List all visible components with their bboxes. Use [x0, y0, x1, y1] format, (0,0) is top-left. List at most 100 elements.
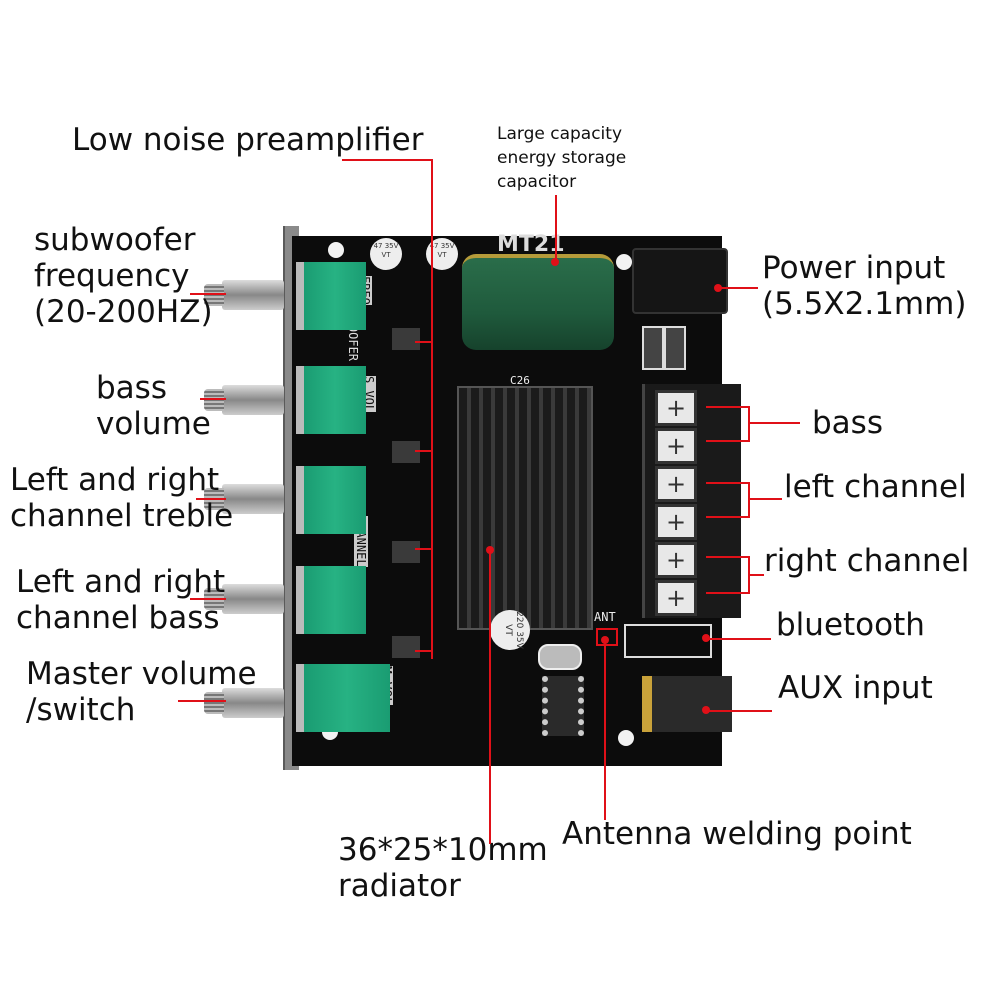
potentiometer-master	[296, 664, 390, 732]
screw-terminal-icon: +	[655, 466, 697, 502]
master-volume-knob[interactable]	[204, 688, 284, 718]
silkscreen-c26: C26	[510, 374, 530, 387]
label-line: energy storage	[497, 148, 627, 168]
model-label: MT21	[497, 232, 565, 257]
small-capacitor: 47 35V VT	[370, 238, 402, 270]
leader-line	[190, 293, 226, 295]
ic-chip	[392, 636, 420, 658]
preamp-chip	[392, 328, 420, 350]
dc-power-jack	[632, 248, 728, 314]
leader-line	[342, 159, 432, 161]
label-line: Left and right	[10, 462, 220, 498]
aux-jack	[642, 676, 732, 732]
inductor	[664, 326, 686, 370]
label-antenna: Antenna welding point	[562, 816, 912, 852]
bluetooth-chip	[542, 676, 584, 736]
label-line: Power input	[762, 250, 946, 286]
leader-line	[431, 159, 433, 659]
label-bluetooth: bluetooth	[776, 607, 925, 643]
label-line: frequency	[34, 258, 190, 294]
label-line: channel bass	[16, 600, 220, 636]
pointer-dot	[702, 634, 710, 642]
label-line: (20-200HZ)	[34, 294, 213, 330]
terminal-block: + + + + + +	[642, 384, 741, 618]
label-aux-input: AUX input	[778, 670, 933, 706]
pointer-dot	[714, 284, 722, 292]
leader-line	[415, 650, 431, 652]
leader-line	[706, 482, 750, 484]
leader-line	[555, 195, 557, 263]
leader-line	[748, 422, 800, 424]
leader-line	[718, 287, 758, 289]
leader-line	[190, 598, 226, 600]
potentiometer	[296, 262, 366, 330]
pointer-dot	[601, 636, 609, 644]
label-line: /switch	[26, 692, 136, 728]
label-treble: Left and right channel treble	[10, 462, 233, 534]
leader-line	[706, 406, 750, 408]
label-line: Master volume	[26, 656, 257, 692]
leader-line	[604, 640, 606, 820]
leader-line	[706, 710, 772, 712]
ic-chip	[392, 441, 420, 463]
label-line: (5.5X2.1mm)	[762, 286, 967, 322]
label-line: capacitor	[497, 172, 577, 192]
leader-line	[748, 406, 750, 442]
channel-bass-knob[interactable]	[204, 584, 284, 614]
leader-line	[706, 556, 750, 558]
screw-terminal-icon: +	[655, 580, 697, 616]
label-power-input: Power input (5.5X2.1mm)	[762, 250, 966, 322]
label-capacitor: Large capacity energy storage capacitor	[497, 122, 626, 194]
screw-terminal-icon: +	[655, 390, 697, 426]
leader-line	[748, 498, 782, 500]
label-channel-bass: Left and right channel bass	[16, 564, 225, 636]
potentiometer	[296, 466, 366, 534]
leader-line	[415, 450, 431, 452]
crystal-oscillator	[538, 644, 582, 670]
mount-hole	[328, 242, 344, 258]
label-right-channel: right channel	[764, 543, 970, 579]
heatsink	[457, 386, 593, 630]
label-line: Left and right	[16, 564, 226, 600]
antenna-pad	[596, 628, 618, 646]
leader-line	[748, 482, 750, 518]
label-bass-volume: bass volume	[96, 370, 211, 442]
label-master-volume: Master volume /switch	[26, 656, 257, 728]
potentiometer	[296, 566, 366, 634]
bluetooth-antenna-trace	[624, 624, 712, 658]
subwoofer-frequency-knob[interactable]	[204, 280, 284, 310]
screw-terminal-icon: +	[655, 504, 697, 540]
ic-chip	[392, 541, 420, 563]
label-preamplifier: Low noise preamplifier	[72, 122, 424, 158]
pointer-dot	[486, 546, 494, 554]
label-left-channel: left channel	[784, 469, 967, 505]
leader-line	[706, 516, 750, 518]
pointer-dot	[702, 706, 710, 714]
label-subwoofer-frequency: subwoofer frequency (20-200HZ)	[34, 222, 213, 330]
filter-capacitor: 220 35V VT	[490, 610, 530, 650]
screw-terminal-icon: +	[655, 428, 697, 464]
mount-hole	[618, 730, 634, 746]
label-line: bass	[96, 370, 167, 406]
leader-line	[415, 341, 431, 343]
label-line: radiator	[338, 868, 461, 904]
leader-line	[415, 548, 431, 550]
leader-line	[706, 592, 750, 594]
leader-line	[705, 638, 771, 640]
leader-line	[748, 574, 764, 576]
leader-line	[489, 550, 491, 844]
inductor	[642, 326, 664, 370]
leader-line	[706, 440, 750, 442]
mount-hole	[616, 254, 632, 270]
label-bass: bass	[812, 405, 883, 441]
potentiometer	[296, 366, 366, 434]
silkscreen-ant: ANT	[594, 610, 616, 624]
label-radiator: 36*25*10mm radiator	[338, 832, 548, 904]
leader-line	[200, 398, 226, 400]
bass-volume-knob[interactable]	[204, 385, 284, 415]
label-line: Large capacity	[497, 124, 623, 144]
leader-line	[196, 498, 226, 500]
label-line: volume	[96, 406, 211, 442]
label-line: channel treble	[10, 498, 234, 534]
